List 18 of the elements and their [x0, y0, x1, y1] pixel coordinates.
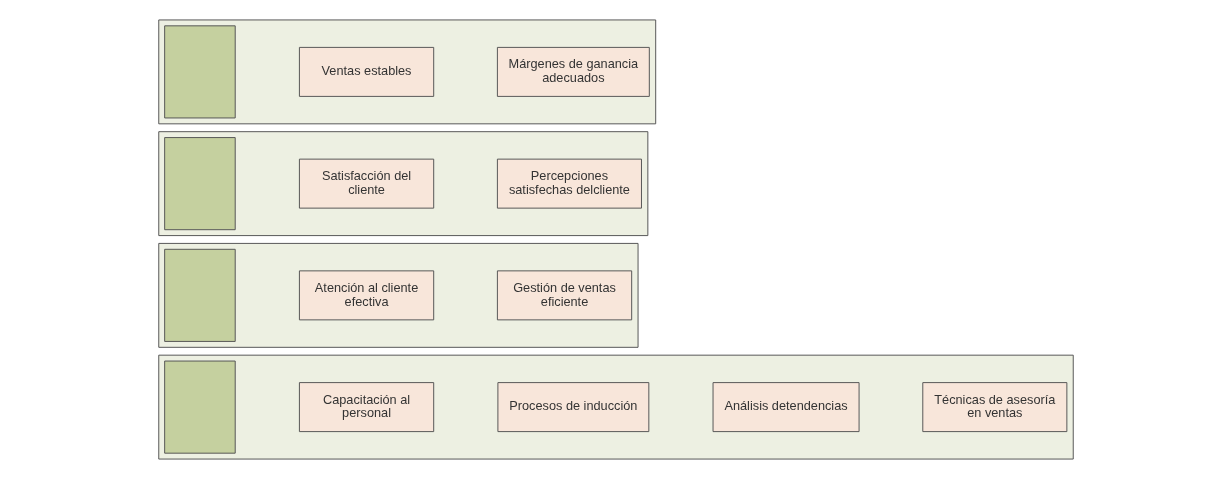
node-box: Atención al cliente efectiva — [298, 270, 434, 321]
cluster — [157, 242, 639, 348]
cluster — [157, 131, 648, 237]
node-box — [163, 360, 236, 454]
node-box: Gestión de ventas eficiente — [496, 270, 632, 321]
node-box: Ventas estables — [298, 46, 434, 97]
cluster — [157, 354, 1074, 460]
node-box: Márgenes de ganancia adecuados — [496, 46, 650, 97]
cluster — [157, 19, 656, 125]
node-box: Capacitación al personal — [298, 382, 434, 433]
node-box — [163, 137, 236, 231]
node-box — [163, 25, 236, 119]
node-box: Satisfacción del cliente — [298, 158, 434, 209]
node-box: Percepciones satisfechas delcliente — [496, 158, 642, 209]
node-box — [163, 248, 236, 342]
node-box: Técnicas de asesoría en ventas — [921, 382, 1067, 433]
node-box: Procesos de inducción — [496, 382, 649, 433]
node-box: Análisis detendencias — [712, 382, 860, 433]
